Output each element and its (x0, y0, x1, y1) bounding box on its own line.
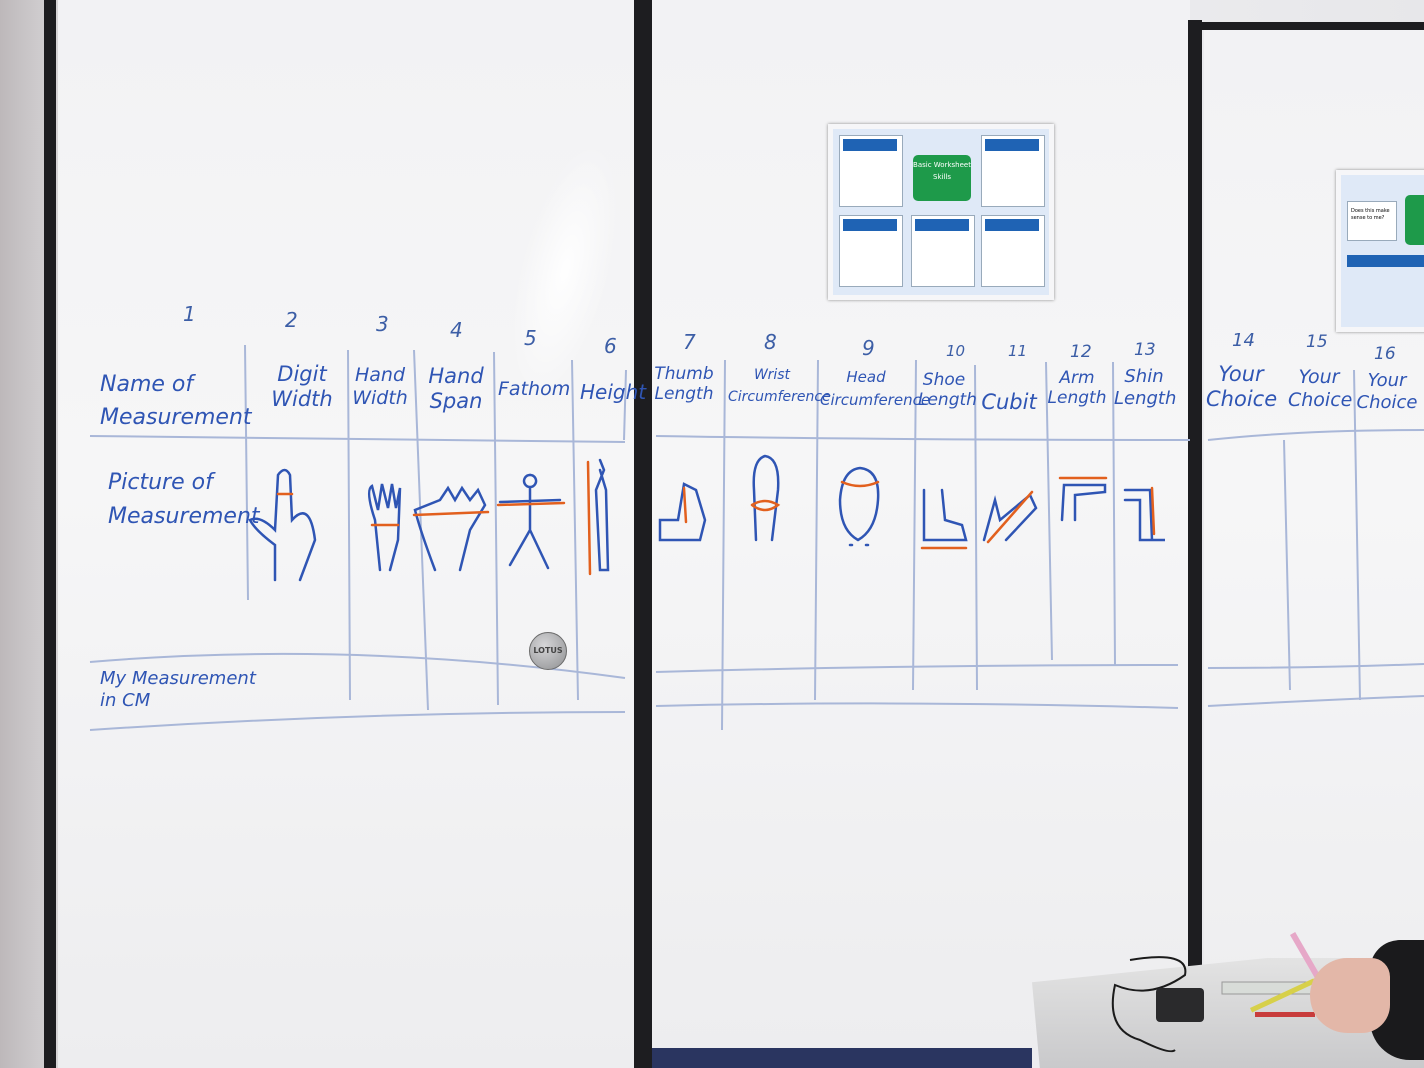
poster-center-label: Basic Worksheet Skills (913, 155, 971, 201)
column-header-your-choice-16: Your Choice (1356, 370, 1418, 413)
board-frame-top (1202, 22, 1424, 30)
column-header-hand-span: Hand Span (428, 364, 484, 414)
column-header-height: Height (580, 380, 647, 404)
column-header-your-choice-15: Your Choice (1288, 366, 1353, 411)
pencil (1249, 978, 1316, 1013)
fathom-drawing (498, 473, 562, 570)
cubit-drawing (982, 492, 1038, 542)
column-number-8: 8 (764, 330, 777, 354)
column-number-9: 9 (862, 336, 875, 360)
column-number-3: 3 (376, 312, 389, 336)
wrist-circumference-drawing (752, 454, 780, 542)
column-number-10: 10 (946, 342, 966, 360)
column-number-5: 5 (524, 326, 537, 350)
column-header-digit-width: Digit Width (271, 362, 333, 412)
board-frame-divider-2 (1188, 20, 1202, 1068)
column-header-hand-width: Hand Width (352, 364, 408, 409)
column-number-7: 7 (683, 330, 696, 354)
column-number-14: 14 (1232, 330, 1255, 351)
row-label-name: Name of Measurement (100, 372, 252, 430)
row-label-picture: Picture of Measurement (108, 470, 260, 530)
height-arrow (586, 460, 592, 576)
hand-width-drawing (367, 483, 402, 572)
height-drawing (594, 458, 610, 572)
board-frame-left (44, 0, 56, 1068)
column-number-6: 6 (604, 334, 617, 358)
column-number-4: 4 (450, 318, 463, 342)
thumb-length-arrow (682, 486, 688, 524)
column-header-head-circumference: Head Circumference (820, 368, 931, 409)
hand-span-drawing (413, 485, 487, 572)
worksheet-skills-poster: Basic Worksheet Skills (828, 124, 1054, 300)
side-poster: Does this make sense to me? (1336, 170, 1424, 332)
column-number-15: 15 (1306, 332, 1328, 352)
measurement-row-bottom (89, 695, 1424, 731)
column-number-11: 11 (1008, 342, 1028, 360)
column-header-thumb-length: Thumb Length (654, 364, 714, 405)
board-frame-bottom (652, 1048, 1032, 1068)
column-header-fathom: Fathom (498, 378, 571, 400)
red-pen (1255, 1012, 1315, 1017)
column-number-13: 13 (1134, 340, 1156, 360)
column-header-cubit: Cubit (981, 390, 1037, 414)
side-poster-bubble: Does this make sense to me? (1347, 201, 1397, 241)
column-header-arm-length: Arm Length (1047, 368, 1107, 409)
charger-cable (1111, 956, 1187, 1053)
cubit-arrow (986, 490, 1034, 544)
column-number-16: 16 (1374, 344, 1396, 364)
wrist-circumference-arrow (750, 499, 781, 512)
fathom-arrow (496, 501, 566, 507)
charger-block (1156, 988, 1204, 1022)
row-label-measurement: My Measurement in CM (100, 668, 256, 711)
column-number-2: 2 (285, 308, 298, 332)
head-circumference-drawing (838, 466, 880, 547)
shoe-length-drawing (922, 488, 968, 542)
column-header-your-choice-14: Your Choice (1206, 362, 1278, 412)
shin-length-arrow (1150, 486, 1156, 536)
board-frame-divider-1 (634, 0, 652, 1068)
shin-length-drawing (1123, 488, 1165, 542)
arm-length-drawing (1060, 483, 1107, 522)
whiteboard-panel-left (58, 0, 636, 1068)
student-hand (1310, 958, 1390, 1033)
column-number-12: 12 (1070, 342, 1092, 362)
digit-width-drawing (248, 468, 317, 582)
column-header-shoe-length: Shoe Length (918, 370, 977, 411)
lotus-magnet: LOTUS (529, 632, 567, 670)
hand-span-arrow (412, 510, 490, 517)
column-header-wrist-circumference: Wrist Circumference (728, 367, 831, 406)
head-circumference-arrow (840, 480, 880, 488)
thumb-length-drawing (658, 482, 707, 542)
column-number-1: 1 (183, 302, 196, 326)
column-header-shin-length: Shin Length (1114, 366, 1177, 409)
